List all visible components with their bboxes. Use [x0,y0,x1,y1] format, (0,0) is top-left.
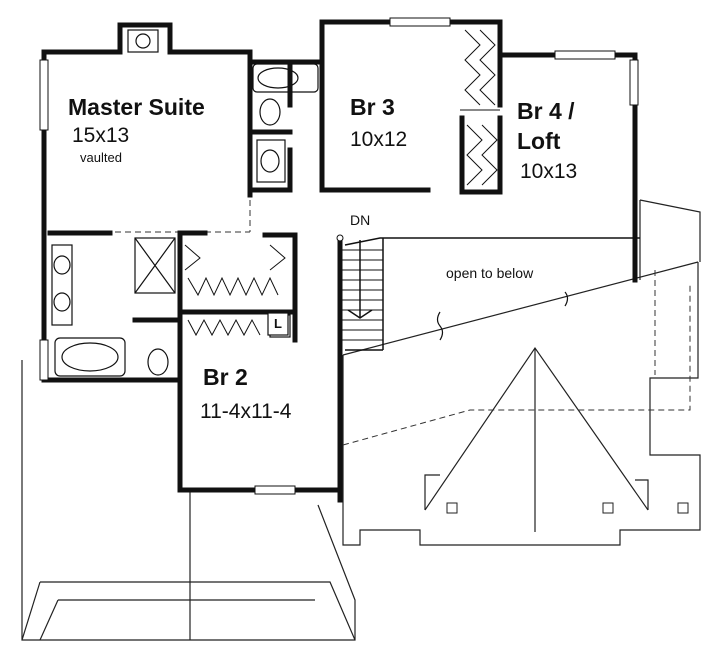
linen-label: L [274,316,282,331]
br2-size: 11-4x11-4 [200,400,292,423]
br4-size: 10x13 [520,160,578,183]
br3-size: 10x12 [350,128,408,151]
br4-name: Br 4 / [517,98,575,124]
stairs-label: DN [350,212,371,228]
master-suite-note: vaulted [80,150,122,165]
master-suite-name: Master Suite [68,94,205,120]
roof-vents [446,502,689,514]
linen-closet [267,312,289,336]
stairs [336,234,383,341]
open-to-below-label: open to below [446,265,534,281]
fixtures [51,63,319,377]
windows [39,17,639,495]
railings [344,237,640,351]
break-marks [436,291,569,341]
chimney [127,29,159,53]
br2-name: Br 2 [203,364,248,390]
roof-lines [21,199,701,641]
closet-hangers [184,29,500,337]
br4-name-line2: Loft [517,128,561,154]
master-suite-size: 15x13 [72,124,130,147]
br3-name: Br 3 [350,94,395,120]
